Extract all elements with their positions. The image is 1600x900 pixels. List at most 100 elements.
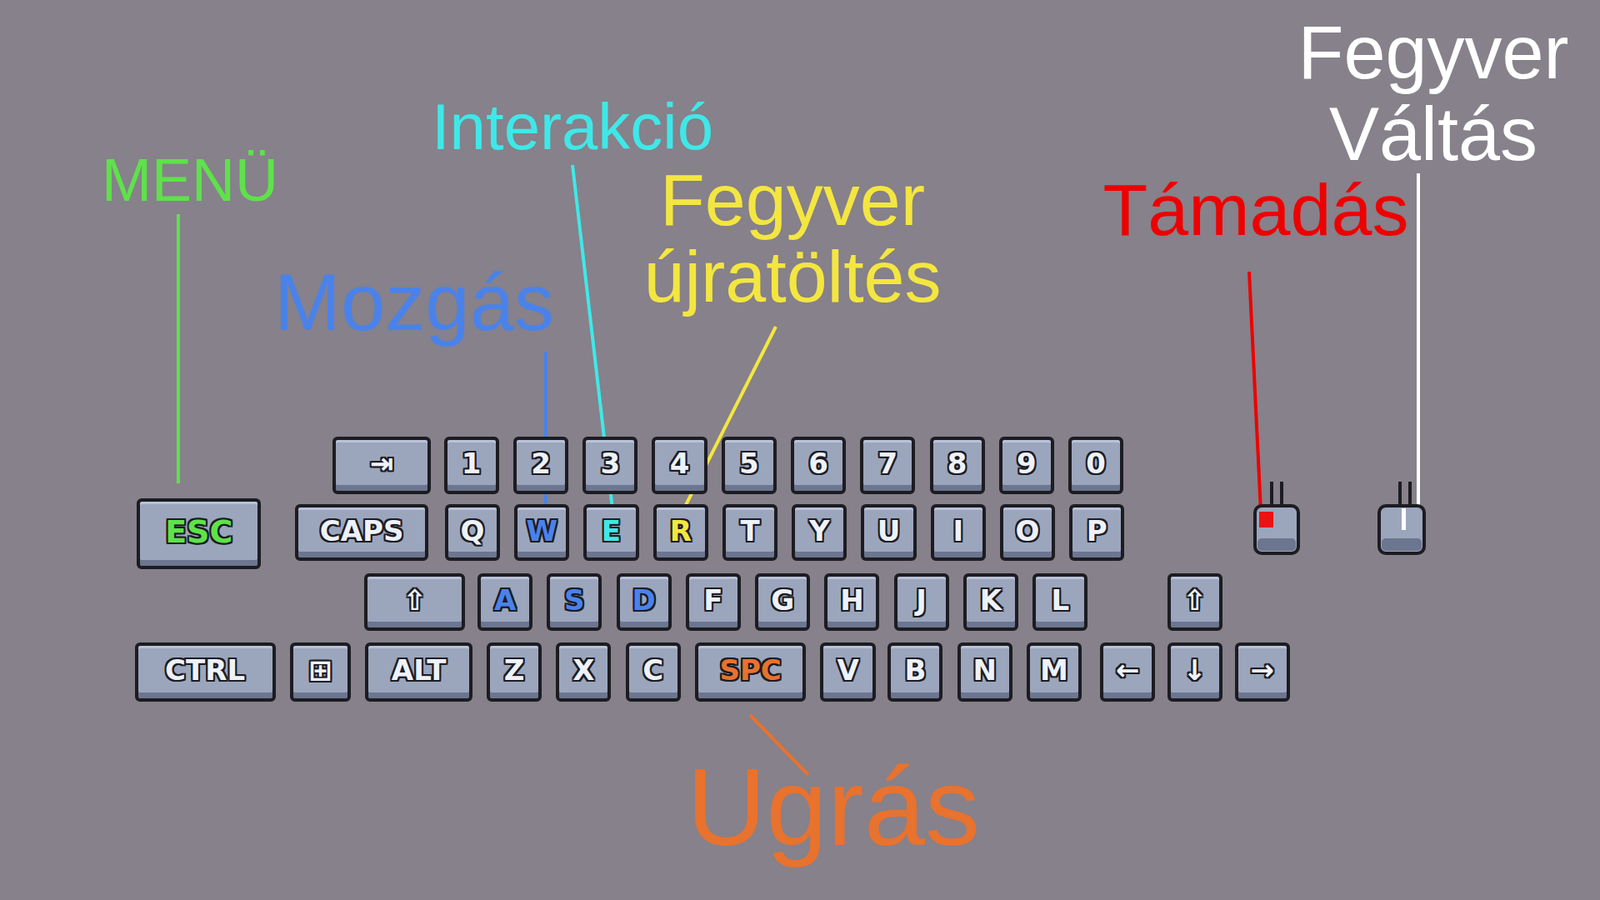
key-cap: B bbox=[887, 642, 943, 702]
key-legend: H bbox=[840, 585, 864, 615]
key-legend: ↓ bbox=[1183, 655, 1208, 685]
key-cap: ALT bbox=[365, 642, 473, 702]
key-legend: ⇧ bbox=[403, 585, 428, 615]
key-legend: L bbox=[1050, 585, 1070, 615]
scroll-wheel bbox=[1401, 508, 1406, 530]
control-label: Fegyver újratöltés bbox=[625, 161, 960, 315]
key-cap: S bbox=[546, 573, 602, 631]
key-legend: Z bbox=[504, 655, 525, 685]
key-legend: S bbox=[564, 585, 585, 615]
key-legend: 1 bbox=[461, 449, 482, 478]
key-cap: ↓ bbox=[1167, 642, 1223, 702]
key-legend: V bbox=[836, 655, 859, 685]
key-legend: U bbox=[877, 516, 901, 545]
key-cap: E bbox=[583, 504, 639, 562]
key-legend: CAPS bbox=[320, 516, 405, 545]
leader-line bbox=[1416, 173, 1420, 510]
mouse-cable bbox=[1270, 481, 1274, 507]
key-cap: 6 bbox=[790, 436, 846, 495]
key-legend: E bbox=[601, 516, 621, 545]
mouse-body bbox=[1255, 505, 1299, 554]
key-legend: SPC bbox=[719, 655, 781, 685]
key-legend: D bbox=[632, 585, 656, 615]
key-legend: 6 bbox=[808, 449, 829, 478]
key-legend: A bbox=[494, 585, 516, 615]
key-legend: O bbox=[1015, 516, 1040, 545]
key-cap: C bbox=[625, 642, 681, 702]
key-cap: 0 bbox=[1068, 436, 1124, 495]
key-legend: ⊞ bbox=[308, 655, 333, 685]
key-legend: P bbox=[1086, 516, 1108, 545]
key-cap: W bbox=[514, 504, 570, 562]
key-legend: 4 bbox=[670, 449, 690, 478]
key-legend: G bbox=[770, 585, 795, 615]
key-legend: C bbox=[642, 655, 664, 685]
key-cap: Y bbox=[791, 504, 847, 562]
key-cap: ESC bbox=[136, 498, 261, 570]
key-legend: J bbox=[915, 585, 927, 615]
key-cap: ⇥ bbox=[332, 436, 431, 495]
key-cap: 2 bbox=[513, 436, 569, 495]
control-label: MENÜ bbox=[65, 148, 315, 212]
control-label: Ugrás bbox=[650, 749, 1017, 865]
mouse-body bbox=[1379, 505, 1425, 554]
key-cap: I bbox=[930, 504, 986, 562]
key-cap: H bbox=[824, 573, 880, 631]
key-legend: B bbox=[904, 655, 926, 685]
key-cap: 5 bbox=[721, 436, 777, 495]
key-legend: ALT bbox=[391, 655, 447, 685]
key-cap: A bbox=[477, 573, 533, 631]
key-legend: W bbox=[525, 516, 558, 545]
key-legend: ⇧ bbox=[1183, 585, 1208, 615]
key-legend: ← bbox=[1115, 655, 1140, 685]
key-cap: X bbox=[555, 642, 611, 702]
key-cap: CTRL bbox=[135, 642, 276, 702]
key-cap: 7 bbox=[860, 436, 915, 495]
key-legend: ESC bbox=[165, 515, 233, 548]
key-cap: Q bbox=[445, 504, 500, 562]
key-cap: ← bbox=[1100, 642, 1155, 702]
key-cap: ⇧ bbox=[1167, 573, 1223, 631]
key-legend: R bbox=[670, 516, 692, 545]
key-cap: L bbox=[1032, 573, 1088, 631]
key-cap: R bbox=[653, 504, 709, 562]
key-cap: SPC bbox=[695, 642, 806, 702]
left-button bbox=[1259, 511, 1274, 528]
key-legend: K bbox=[980, 585, 1002, 615]
mouse-cable bbox=[1398, 481, 1402, 507]
key-legend: F bbox=[703, 585, 723, 615]
key-cap: P bbox=[1069, 504, 1125, 562]
key-cap: T bbox=[722, 504, 778, 562]
key-legend: 2 bbox=[530, 449, 551, 478]
mouse-cable bbox=[1408, 481, 1412, 507]
key-legend: M bbox=[1040, 655, 1069, 685]
mouse-cable bbox=[1280, 481, 1284, 507]
key-legend: X bbox=[572, 655, 595, 685]
key-cap: ⊞ bbox=[290, 642, 351, 702]
key-legend: Q bbox=[460, 516, 485, 545]
key-legend: ⇥ bbox=[370, 449, 395, 478]
key-legend: → bbox=[1250, 655, 1275, 685]
key-cap: → bbox=[1235, 642, 1290, 702]
key-legend: 3 bbox=[600, 449, 620, 478]
key-cap: O bbox=[1000, 504, 1055, 562]
key-cap: F bbox=[685, 573, 741, 631]
key-cap: ⇧ bbox=[364, 573, 465, 631]
key-legend: 7 bbox=[877, 449, 898, 478]
key-legend: 9 bbox=[1016, 449, 1037, 478]
control-label: Támadás bbox=[1080, 171, 1431, 249]
key-legend: N bbox=[972, 655, 996, 685]
key-legend: T bbox=[740, 516, 760, 545]
key-cap: Z bbox=[486, 642, 542, 702]
key-legend: Y bbox=[809, 516, 830, 545]
mouse-icon bbox=[1255, 481, 1299, 554]
key-cap: K bbox=[963, 573, 1019, 631]
key-cap: U bbox=[860, 504, 916, 562]
key-cap: J bbox=[894, 573, 950, 631]
key-cap: 1 bbox=[444, 436, 500, 495]
mouse-shade bbox=[1381, 538, 1422, 551]
key-cap: 9 bbox=[999, 436, 1055, 495]
key-cap: N bbox=[957, 642, 1013, 702]
control-label: Mozgás bbox=[239, 260, 590, 345]
